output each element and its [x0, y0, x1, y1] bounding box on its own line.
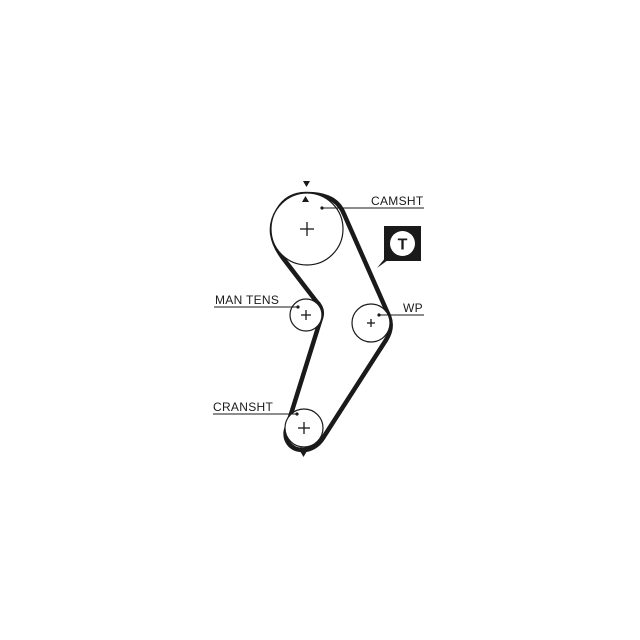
manual-tensioner-pulley [289, 298, 323, 332]
badge-circle [390, 231, 415, 256]
crankshaft-timing-mark-icon [300, 451, 307, 457]
water-pump-leader-dot [377, 313, 381, 317]
crankshaft-leader [213, 412, 299, 416]
manual-tensioner-label: MAN TENS [215, 293, 279, 307]
water-pump-leader [377, 313, 424, 317]
camshaft-leader [320, 206, 424, 210]
tensioner-T-badge-icon: T [377, 226, 421, 268]
crankshaft-leader-dot [295, 412, 299, 416]
camshaft-timing-mark-icon [303, 181, 310, 187]
camshaft-label: CAMSHT [371, 194, 424, 208]
crankshaft-label: CRANSHT [213, 400, 273, 414]
manual-tensioner-leader [214, 305, 300, 309]
badge-letter: T [398, 237, 408, 254]
water-pump-pulley [351, 303, 391, 343]
crankshaft-pulley [284, 408, 324, 448]
camshaft-timing-arrow-icon [302, 196, 309, 202]
camshaft-pulley [270, 192, 344, 266]
camshaft-leader-dot [320, 206, 324, 210]
water-pump-label: WP [403, 301, 423, 315]
manual-tensioner-leader-dot [296, 305, 300, 309]
